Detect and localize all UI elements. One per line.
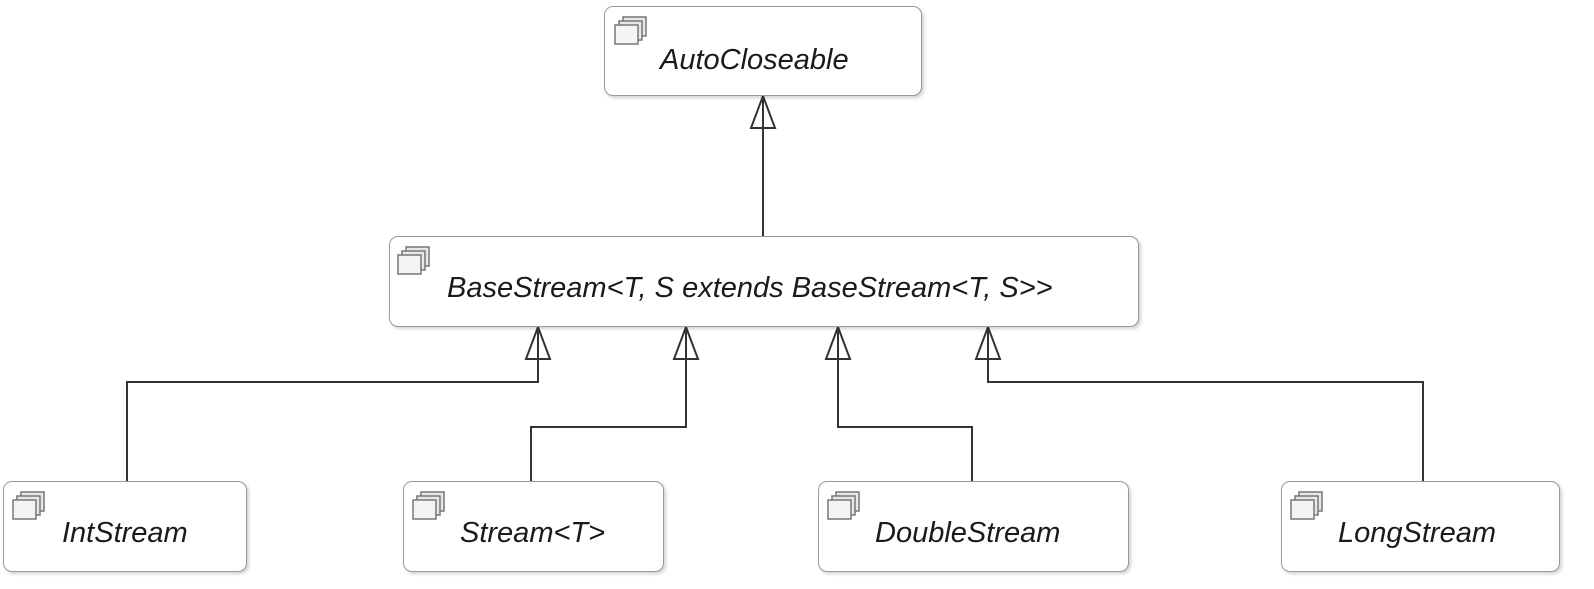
interface-icon xyxy=(397,246,430,275)
node-doublestream: DoubleStream xyxy=(818,481,1129,572)
interface-icon xyxy=(412,491,445,520)
interface-icon xyxy=(12,491,45,520)
node-autocloseable: AutoCloseable xyxy=(604,6,922,96)
node-label-longstream: LongStream xyxy=(1338,517,1496,549)
node-stream: Stream<T> xyxy=(403,481,664,572)
node-label-intstream: IntStream xyxy=(62,517,188,549)
node-label-autocloseable: AutoCloseable xyxy=(660,44,849,76)
edge-stream-to-basestream xyxy=(530,324,700,481)
edge-doublestream-to-basestream xyxy=(824,324,973,481)
interface-icon xyxy=(1290,491,1323,520)
node-label-stream: Stream<T> xyxy=(460,517,606,549)
edge-longstream-to-basestream xyxy=(974,324,1424,481)
interface-icon xyxy=(827,491,860,520)
node-label-basestream: BaseStream<T, S extends BaseStream<T, S>… xyxy=(447,272,1053,304)
node-label-doublestream: DoubleStream xyxy=(875,517,1061,549)
edge-intstream-to-basestream xyxy=(126,324,552,481)
interface-icon xyxy=(614,16,647,45)
node-longstream: LongStream xyxy=(1281,481,1560,572)
node-intstream: IntStream xyxy=(3,481,247,572)
node-basestream: BaseStream<T, S extends BaseStream<T, S>… xyxy=(389,236,1139,327)
edge-basestream-to-autocloseable xyxy=(749,93,777,236)
